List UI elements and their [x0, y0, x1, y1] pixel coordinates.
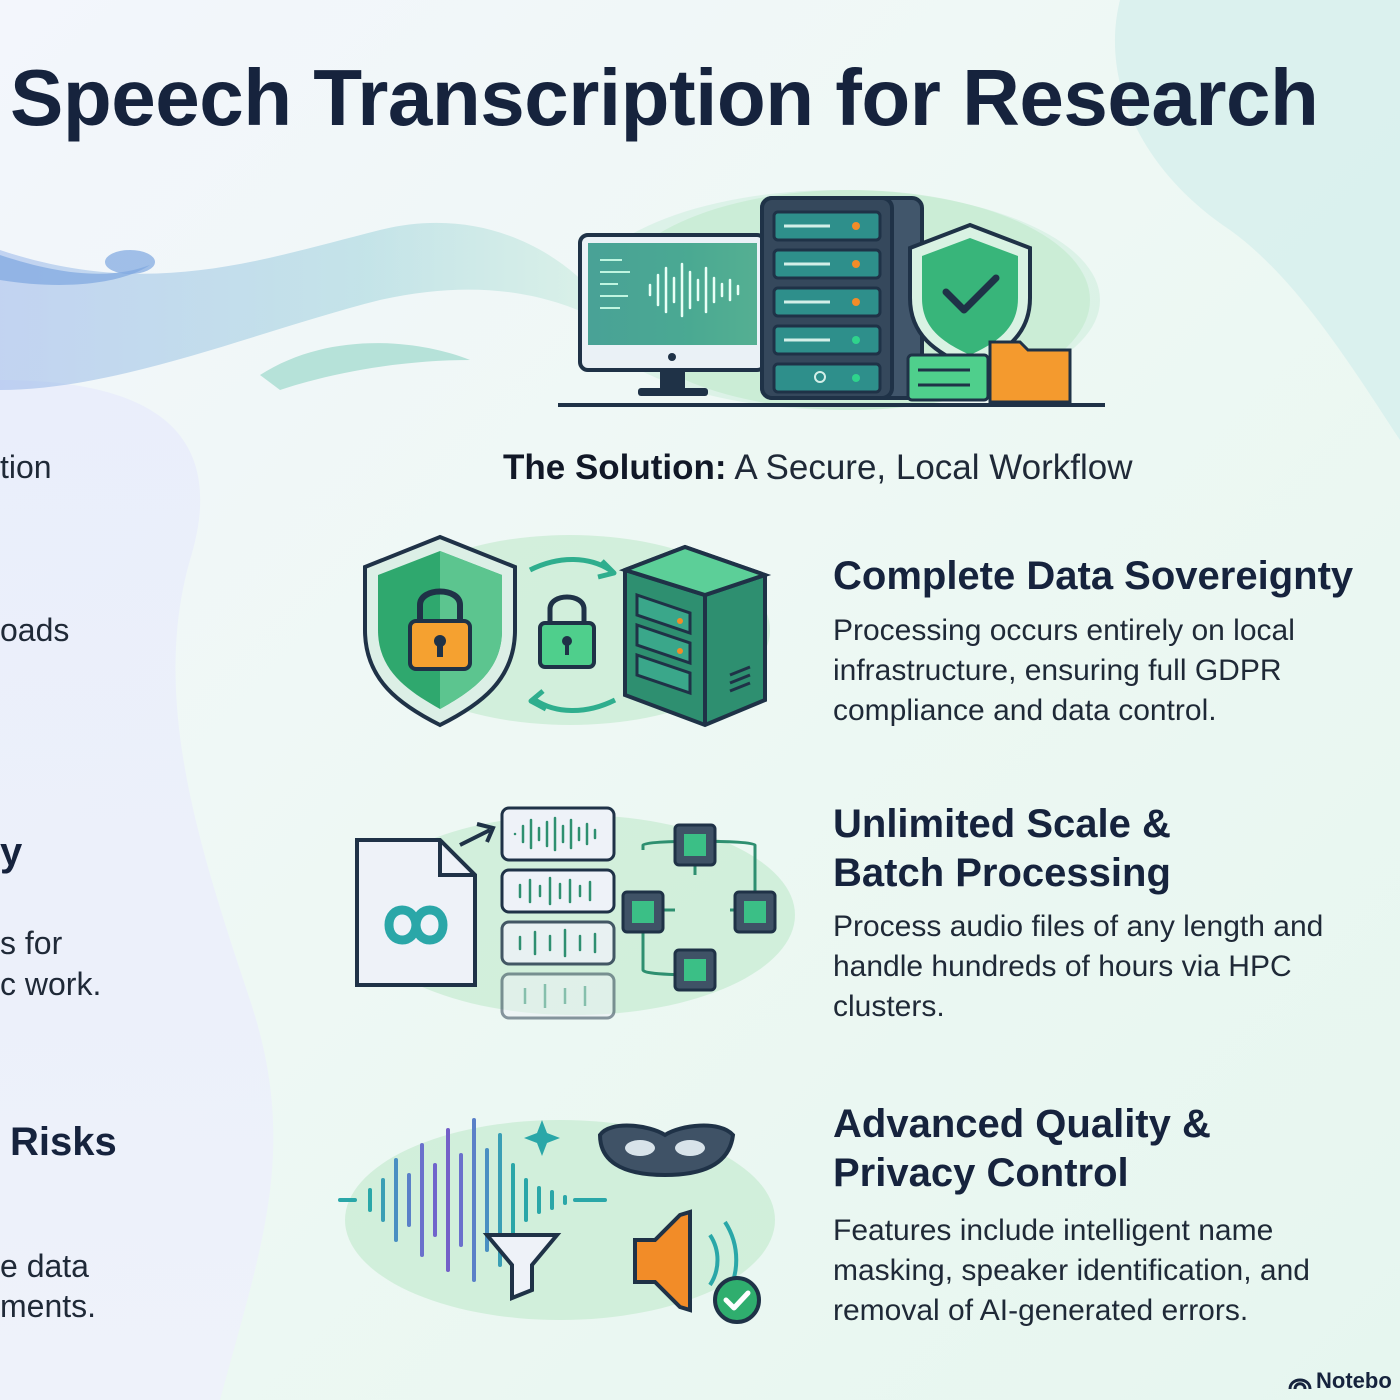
server-icon [760, 196, 924, 400]
feature-2-title-line: Batch Processing [833, 851, 1171, 895]
feature-3-body-line: masking, speaker identification, and [833, 1254, 1310, 1287]
hero-illustration [558, 190, 1105, 410]
feature-2-title: Unlimited Scale & Batch Processing [833, 800, 1393, 898]
folder-icon [906, 340, 1072, 404]
feature-1-body-line: infrastructure, ensuring full GDPR [833, 654, 1282, 687]
feature-3-body-line: Features include intelligent name [833, 1214, 1274, 1247]
left-fragment-2: oads [0, 612, 70, 648]
shield-lock-server-icon [363, 534, 772, 728]
left-fragment-5: c work. [0, 966, 102, 1002]
waveform-mask-speaker-icon [338, 1118, 775, 1324]
feature-3-body: Features include intelligent name maskin… [833, 1211, 1393, 1331]
page-title: Speech Transcription for Research [10, 53, 1319, 142]
left-fragment-3: y [0, 830, 23, 874]
feature-3-title-line: Advanced Quality & [833, 1102, 1211, 1146]
feature-2-body-line: handle hundreds of hours via HPC [833, 950, 1292, 983]
audio-batch-processor-icon [355, 806, 795, 1020]
brand-watermark: Notebo [1288, 1368, 1392, 1394]
feature-1-body-line: compliance and data control. [833, 694, 1217, 727]
brand-label: Notebo [1316, 1368, 1392, 1393]
solution-subtitle: The Solution: A Secure, Local Workflow [503, 448, 1133, 488]
notebook-logo-icon [1288, 1378, 1312, 1390]
feature-1-body-line: Processing occurs entirely on local [833, 614, 1295, 647]
feature-2-body-line: Process audio files of any length and [833, 910, 1324, 943]
left-fragment-8: ments. [0, 1288, 97, 1324]
left-fragment-1: tion [0, 449, 52, 485]
subtitle-rest: A Secure, Local Workflow [726, 448, 1133, 487]
feature-1-title-line: Complete Data Sovereignty [833, 554, 1354, 598]
left-fragment-6: Risks [10, 1120, 117, 1164]
feature-3-body-line: removal of AI-generated errors. [833, 1294, 1249, 1327]
left-fragment-4: s for [0, 925, 63, 961]
subtitle-bold: The Solution: [503, 448, 727, 487]
feature-2-body: Process audio files of any length and ha… [833, 907, 1393, 1027]
feature-2-title-line: Unlimited Scale & [833, 802, 1171, 846]
feature-1-title: Complete Data Sovereignty [833, 552, 1393, 601]
feature-3-title-line: Privacy Control [833, 1151, 1129, 1195]
feature-2-body-line: clusters. [833, 990, 945, 1023]
feature-1-body: Processing occurs entirely on local infr… [833, 611, 1393, 731]
chip-icons [621, 823, 777, 992]
left-fragment-7: e data [0, 1248, 89, 1284]
feature-3-title: Advanced Quality & Privacy Control [833, 1100, 1393, 1198]
monitor-icon [578, 233, 767, 396]
shield-check-icon [908, 222, 1032, 371]
